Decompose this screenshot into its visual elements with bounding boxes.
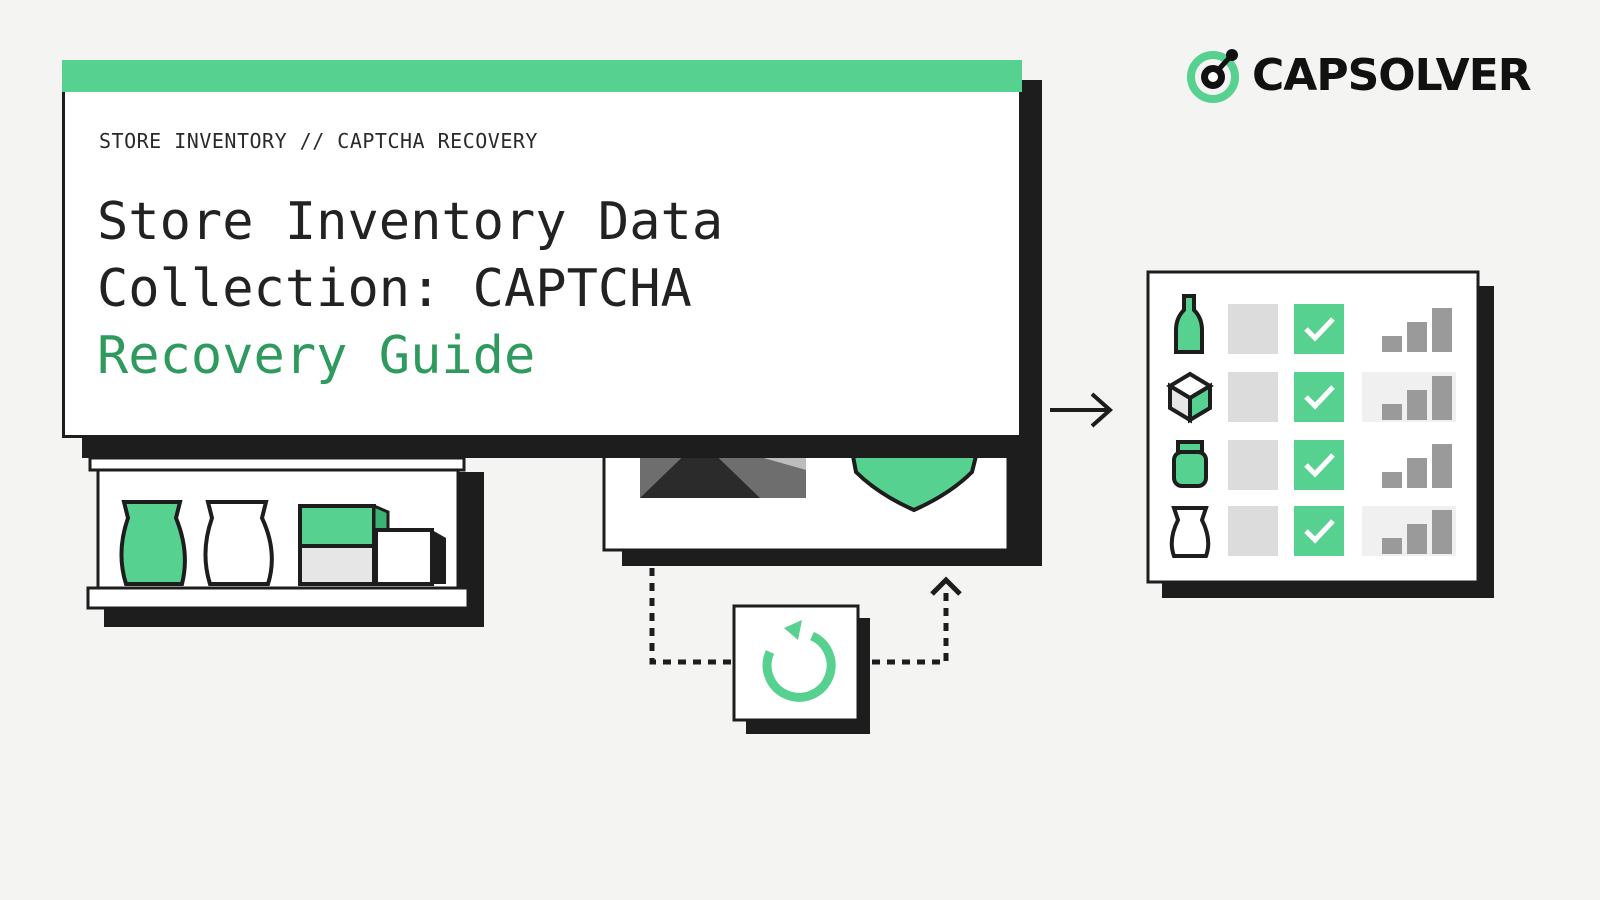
title-card-accent-bar: [62, 60, 1022, 92]
verified-check-icon: [1294, 372, 1344, 422]
box-icon: [298, 503, 390, 586]
headline-line: Store Inventory Data: [97, 192, 724, 252]
brand-name: CAPSOLVER: [1252, 49, 1532, 101]
headline-accent-line: Recovery Guide: [97, 326, 536, 386]
bag-icon: [1169, 506, 1211, 558]
headline-line: Collection: CAPTCHA: [97, 259, 692, 319]
eyebrow-label: STORE INVENTORY // CAPTCHA RECOVERY: [99, 129, 538, 153]
row-placeholder: [1228, 304, 1278, 354]
bar-sparkline: [1382, 308, 1452, 352]
bag-icon: [119, 500, 187, 586]
verified-check-icon: [1294, 506, 1344, 556]
jar-icon: [1172, 440, 1208, 488]
row-placeholder: [1228, 506, 1278, 556]
capsolver-logo-icon: [1187, 49, 1239, 103]
bag-icon: [203, 500, 274, 586]
store-shelf: [86, 456, 484, 627]
bottle-icon: [1174, 294, 1204, 354]
row-placeholder: [1228, 372, 1278, 422]
refresh-icon: [762, 620, 836, 702]
page-title: Store Inventory Data Collection: CAPTCHA…: [97, 189, 997, 390]
box-icon: [374, 528, 446, 586]
arrow-up-icon: [930, 576, 962, 596]
verified-check-icon: [1294, 304, 1344, 354]
bar-sparkline: [1382, 376, 1452, 420]
bar-sparkline: [1382, 444, 1452, 488]
brand-logo: CAPSOLVER: [1186, 46, 1532, 104]
row-placeholder: [1228, 440, 1278, 490]
shield-icon: [847, 438, 983, 513]
arrow-right-icon: [1050, 392, 1114, 428]
title-card: STORE INVENTORY // CAPTCHA RECOVERY Stor…: [62, 60, 1022, 438]
image-puzzle-icon: [640, 440, 806, 498]
retry-loop: [649, 568, 962, 734]
cube-icon: [1166, 371, 1214, 424]
verified-check-icon: [1294, 440, 1344, 490]
bar-sparkline: [1382, 510, 1452, 554]
inventory-dashboard: [1146, 270, 1494, 598]
